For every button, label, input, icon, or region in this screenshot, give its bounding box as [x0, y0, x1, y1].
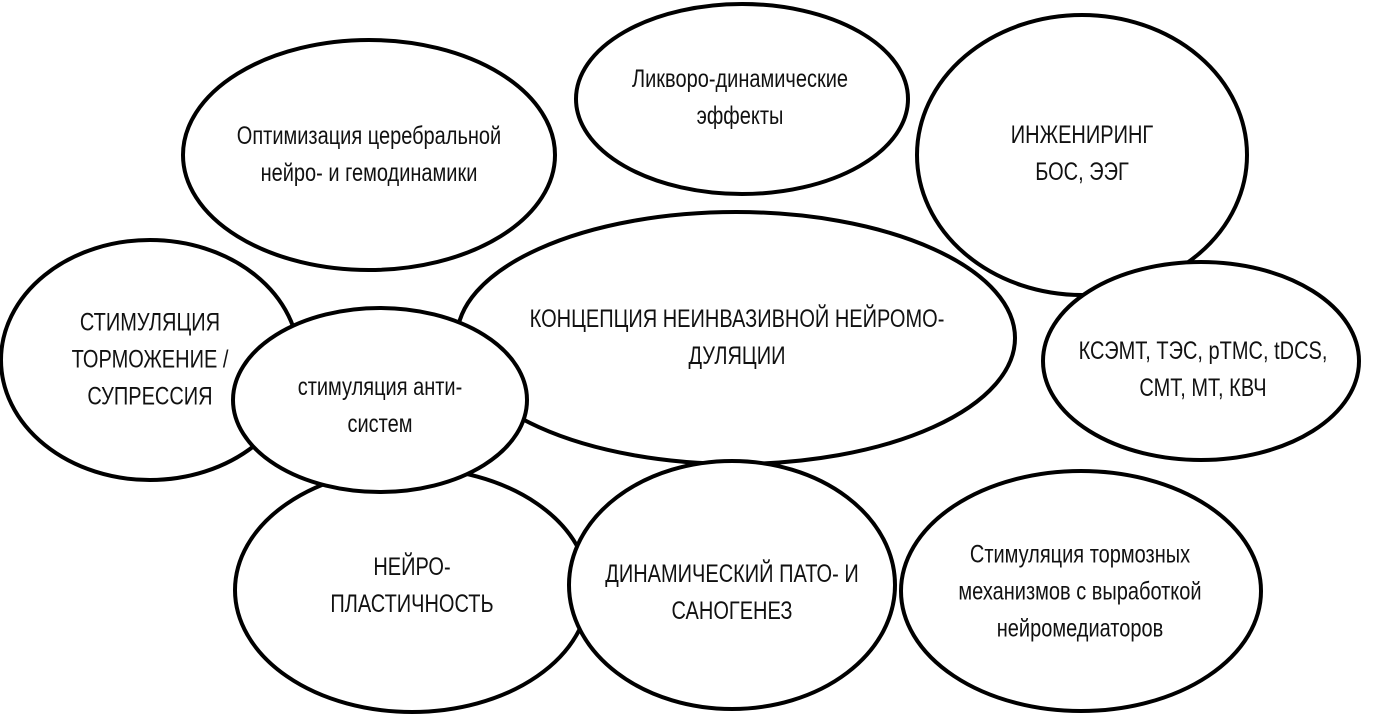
ellipse-inhibitory [899, 469, 1263, 713]
node-text: нейро- и гемодинамики [260, 159, 478, 187]
node-neuroplasticity: НЕЙРО- ПЛАСТИЧНОСТЬ [330, 549, 493, 623]
node-text: СТИМУЛЯЦИЯ [79, 308, 221, 337]
ellipse-liquor [574, 2, 910, 196]
node-text: САНОГЕНЕЗ [671, 597, 793, 625]
ellipse-dynamic [567, 459, 897, 711]
node-text: СУПРЕССИЯ [87, 382, 213, 411]
node-anti-systems: стимуляция анти- систем [298, 369, 463, 443]
node-text: КОНЦЕПЦИЯ НЕИНВАЗИВНОЙ НЕЙРОМО- [529, 305, 945, 333]
node-text: НЕЙРО- [373, 553, 451, 581]
node-text: систем [347, 410, 413, 438]
node-concept: КОНЦЕПЦИЯ НЕИНВАЗИВНОЙ НЕЙРОМО- ДУЛЯЦИИ [530, 301, 945, 375]
node-text: стимуляция анти- [297, 373, 463, 401]
node-stimulation-left: СТИМУЛЯЦИЯ ТОРМОЖЕНИЕ / СУПРЕССИЯ [72, 305, 229, 416]
node-text: ДИНАМИЧЕСКИЙ ПАТО- И [605, 560, 859, 588]
node-text: ИНЖЕНИРИНГ [1010, 121, 1154, 149]
node-text: КСЭМТ, ТЭС, pTMC, tDCS, [1078, 337, 1328, 365]
node-engineering: ИНЖЕНИРИНГ БОС, ЭЭГ [1011, 117, 1153, 191]
node-optimization: Оптимизация церебральной нейро- и гемоди… [237, 118, 501, 192]
node-liquor: Ликворо-динамические эффекты [632, 61, 848, 135]
node-dynamic: ДИНАМИЧЕСКИЙ ПАТО- И САНОГЕНЕЗ [605, 556, 858, 630]
node-text: нейромедиаторов [996, 614, 1164, 643]
node-text: БОС, ЭЭГ [1035, 158, 1129, 186]
ellipse-optimization [181, 38, 557, 272]
ellipse-anti-systems [231, 306, 529, 494]
node-text: Оптимизация церебральной [236, 122, 502, 150]
node-methods: КСЭМТ, ТЭС, pTMC, tDCS, СМТ, МТ, КВЧ [1079, 333, 1328, 407]
node-text: ПЛАСТИЧНОСТЬ [330, 590, 494, 618]
node-text: эффекты [696, 102, 784, 130]
node-text: Стимуляция тормозных [969, 540, 1191, 569]
node-text: Ликворо-динамические [632, 65, 848, 93]
node-text: ТОРМОЖЕНИЕ / [71, 345, 229, 374]
node-text: механизмов с выработкой [958, 577, 1202, 606]
node-text: СМТ, МТ, КВЧ [1139, 374, 1267, 402]
node-text: ДУЛЯЦИИ [688, 342, 786, 370]
ellipse-methods [1041, 260, 1361, 462]
node-inhibitory: Стимуляция тормозных механизмов с вырабо… [958, 537, 1201, 648]
